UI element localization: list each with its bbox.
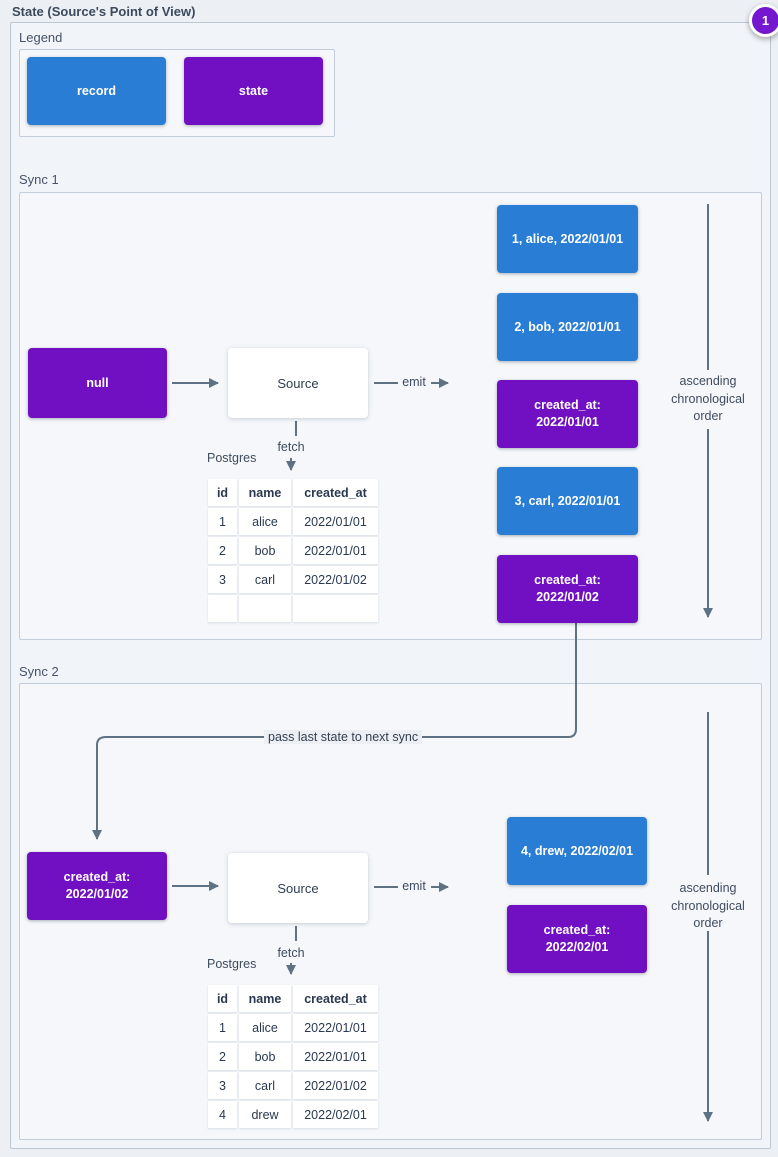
table-cell: 2022/01/02 bbox=[293, 1072, 378, 1099]
table-cell: 2022/01/02 bbox=[293, 566, 378, 593]
sync2-source-label: Source bbox=[277, 880, 319, 896]
legend-record-swatch: record bbox=[27, 57, 166, 125]
table-header-cell: id bbox=[208, 985, 237, 1012]
table-cell: carl bbox=[239, 1072, 291, 1099]
state-text: created_at: bbox=[534, 398, 601, 412]
table-cell: 2022/02/01 bbox=[293, 1101, 378, 1128]
table-header-cell: created_at bbox=[293, 479, 378, 506]
state-text: created_at: bbox=[543, 923, 611, 937]
table-cell: 2022/01/01 bbox=[293, 537, 378, 564]
table-cell: drew bbox=[239, 1101, 291, 1128]
sync1-postgres-table: id name created_at 1 alice 2022/01/01 2 … bbox=[208, 479, 378, 622]
table-cell bbox=[208, 595, 237, 622]
sync2-emit-label: emit bbox=[402, 879, 426, 893]
sync1-postgres-label: Postgres bbox=[207, 451, 257, 465]
state-box: created_at:2022/02/01 bbox=[507, 905, 647, 973]
table-cell: 3 bbox=[208, 1072, 237, 1099]
sync1-fetch-label: fetch bbox=[277, 440, 305, 454]
record-box: 3, carl, 2022/01/01 bbox=[497, 467, 638, 535]
table-cell: 4 bbox=[208, 1101, 237, 1128]
sync2-postgres-label: Postgres bbox=[207, 957, 257, 971]
sync2-source-box: Source bbox=[228, 853, 368, 923]
table-cell: alice bbox=[239, 508, 291, 535]
legend-state-label: state bbox=[238, 83, 269, 98]
table-cell bbox=[293, 595, 378, 622]
table-cell: bob bbox=[239, 1043, 291, 1070]
table-cell: 3 bbox=[208, 566, 237, 593]
sync1-order-label: ascending chronological order bbox=[671, 374, 745, 423]
table-header-cell: name bbox=[239, 479, 291, 506]
sync2-title: Sync 2 bbox=[19, 664, 59, 679]
table-cell: bob bbox=[239, 537, 291, 564]
state-box: created_at:2022/01/01 bbox=[497, 380, 638, 448]
record-text: 3, carl, 2022/01/01 bbox=[514, 493, 621, 508]
legend-state-swatch: state bbox=[184, 57, 323, 125]
table-cell: 2022/01/01 bbox=[293, 508, 378, 535]
sync1-source-label: Source bbox=[277, 375, 319, 391]
table-header-cell: id bbox=[208, 479, 237, 506]
sync2-order-label: ascending chronological order bbox=[671, 881, 745, 930]
table-cell bbox=[239, 595, 291, 622]
table-cell: 1 bbox=[208, 508, 237, 535]
record-box: 4, drew, 2022/02/01 bbox=[507, 817, 647, 885]
record-text: 2, bob, 2022/01/01 bbox=[514, 319, 621, 334]
table-cell: 2 bbox=[208, 537, 237, 564]
table-cell: 2022/01/01 bbox=[293, 1014, 378, 1041]
state-box: created_at:2022/01/02 bbox=[497, 555, 638, 623]
record-text: 4, drew, 2022/02/01 bbox=[520, 843, 634, 858]
table-cell: 2 bbox=[208, 1043, 237, 1070]
table-cell: 2022/01/01 bbox=[293, 1043, 378, 1070]
sync2-postgres-table: id name created_at 1 alice 2022/01/01 2 … bbox=[208, 985, 378, 1128]
sync1-input-state-label: null bbox=[86, 375, 109, 390]
record-box: 1, alice, 2022/01/01 bbox=[497, 205, 638, 273]
sync1-input-state-box: null bbox=[28, 348, 167, 418]
table-cell: carl bbox=[239, 566, 291, 593]
table-header-cell: created_at bbox=[293, 985, 378, 1012]
sync2-input-state-label: created_at: bbox=[63, 870, 131, 884]
legend-record-label: record bbox=[77, 83, 116, 98]
table-cell: alice bbox=[239, 1014, 291, 1041]
legend-title: Legend bbox=[19, 30, 63, 45]
table-cell: 1 bbox=[208, 1014, 237, 1041]
record-box: 2, bob, 2022/01/01 bbox=[497, 293, 638, 361]
state-text: created_at: bbox=[534, 573, 601, 587]
page-title: State (Source's Point of View) bbox=[12, 4, 196, 19]
record-text: 1, alice, 2022/01/01 bbox=[511, 231, 624, 246]
sync1-emit-label: emit bbox=[402, 375, 426, 389]
sync2-fetch-label: fetch bbox=[277, 946, 305, 960]
table-header-cell: name bbox=[239, 985, 291, 1012]
annotation-badge-1: 1 bbox=[749, 4, 778, 37]
sync1-title: Sync 1 bbox=[19, 172, 59, 187]
pass-state-label: pass last state to next sync bbox=[264, 730, 423, 744]
sync2-input-state-box: created_at:2022/01/02 bbox=[27, 852, 167, 920]
sync1-source-box: Source bbox=[228, 348, 368, 418]
